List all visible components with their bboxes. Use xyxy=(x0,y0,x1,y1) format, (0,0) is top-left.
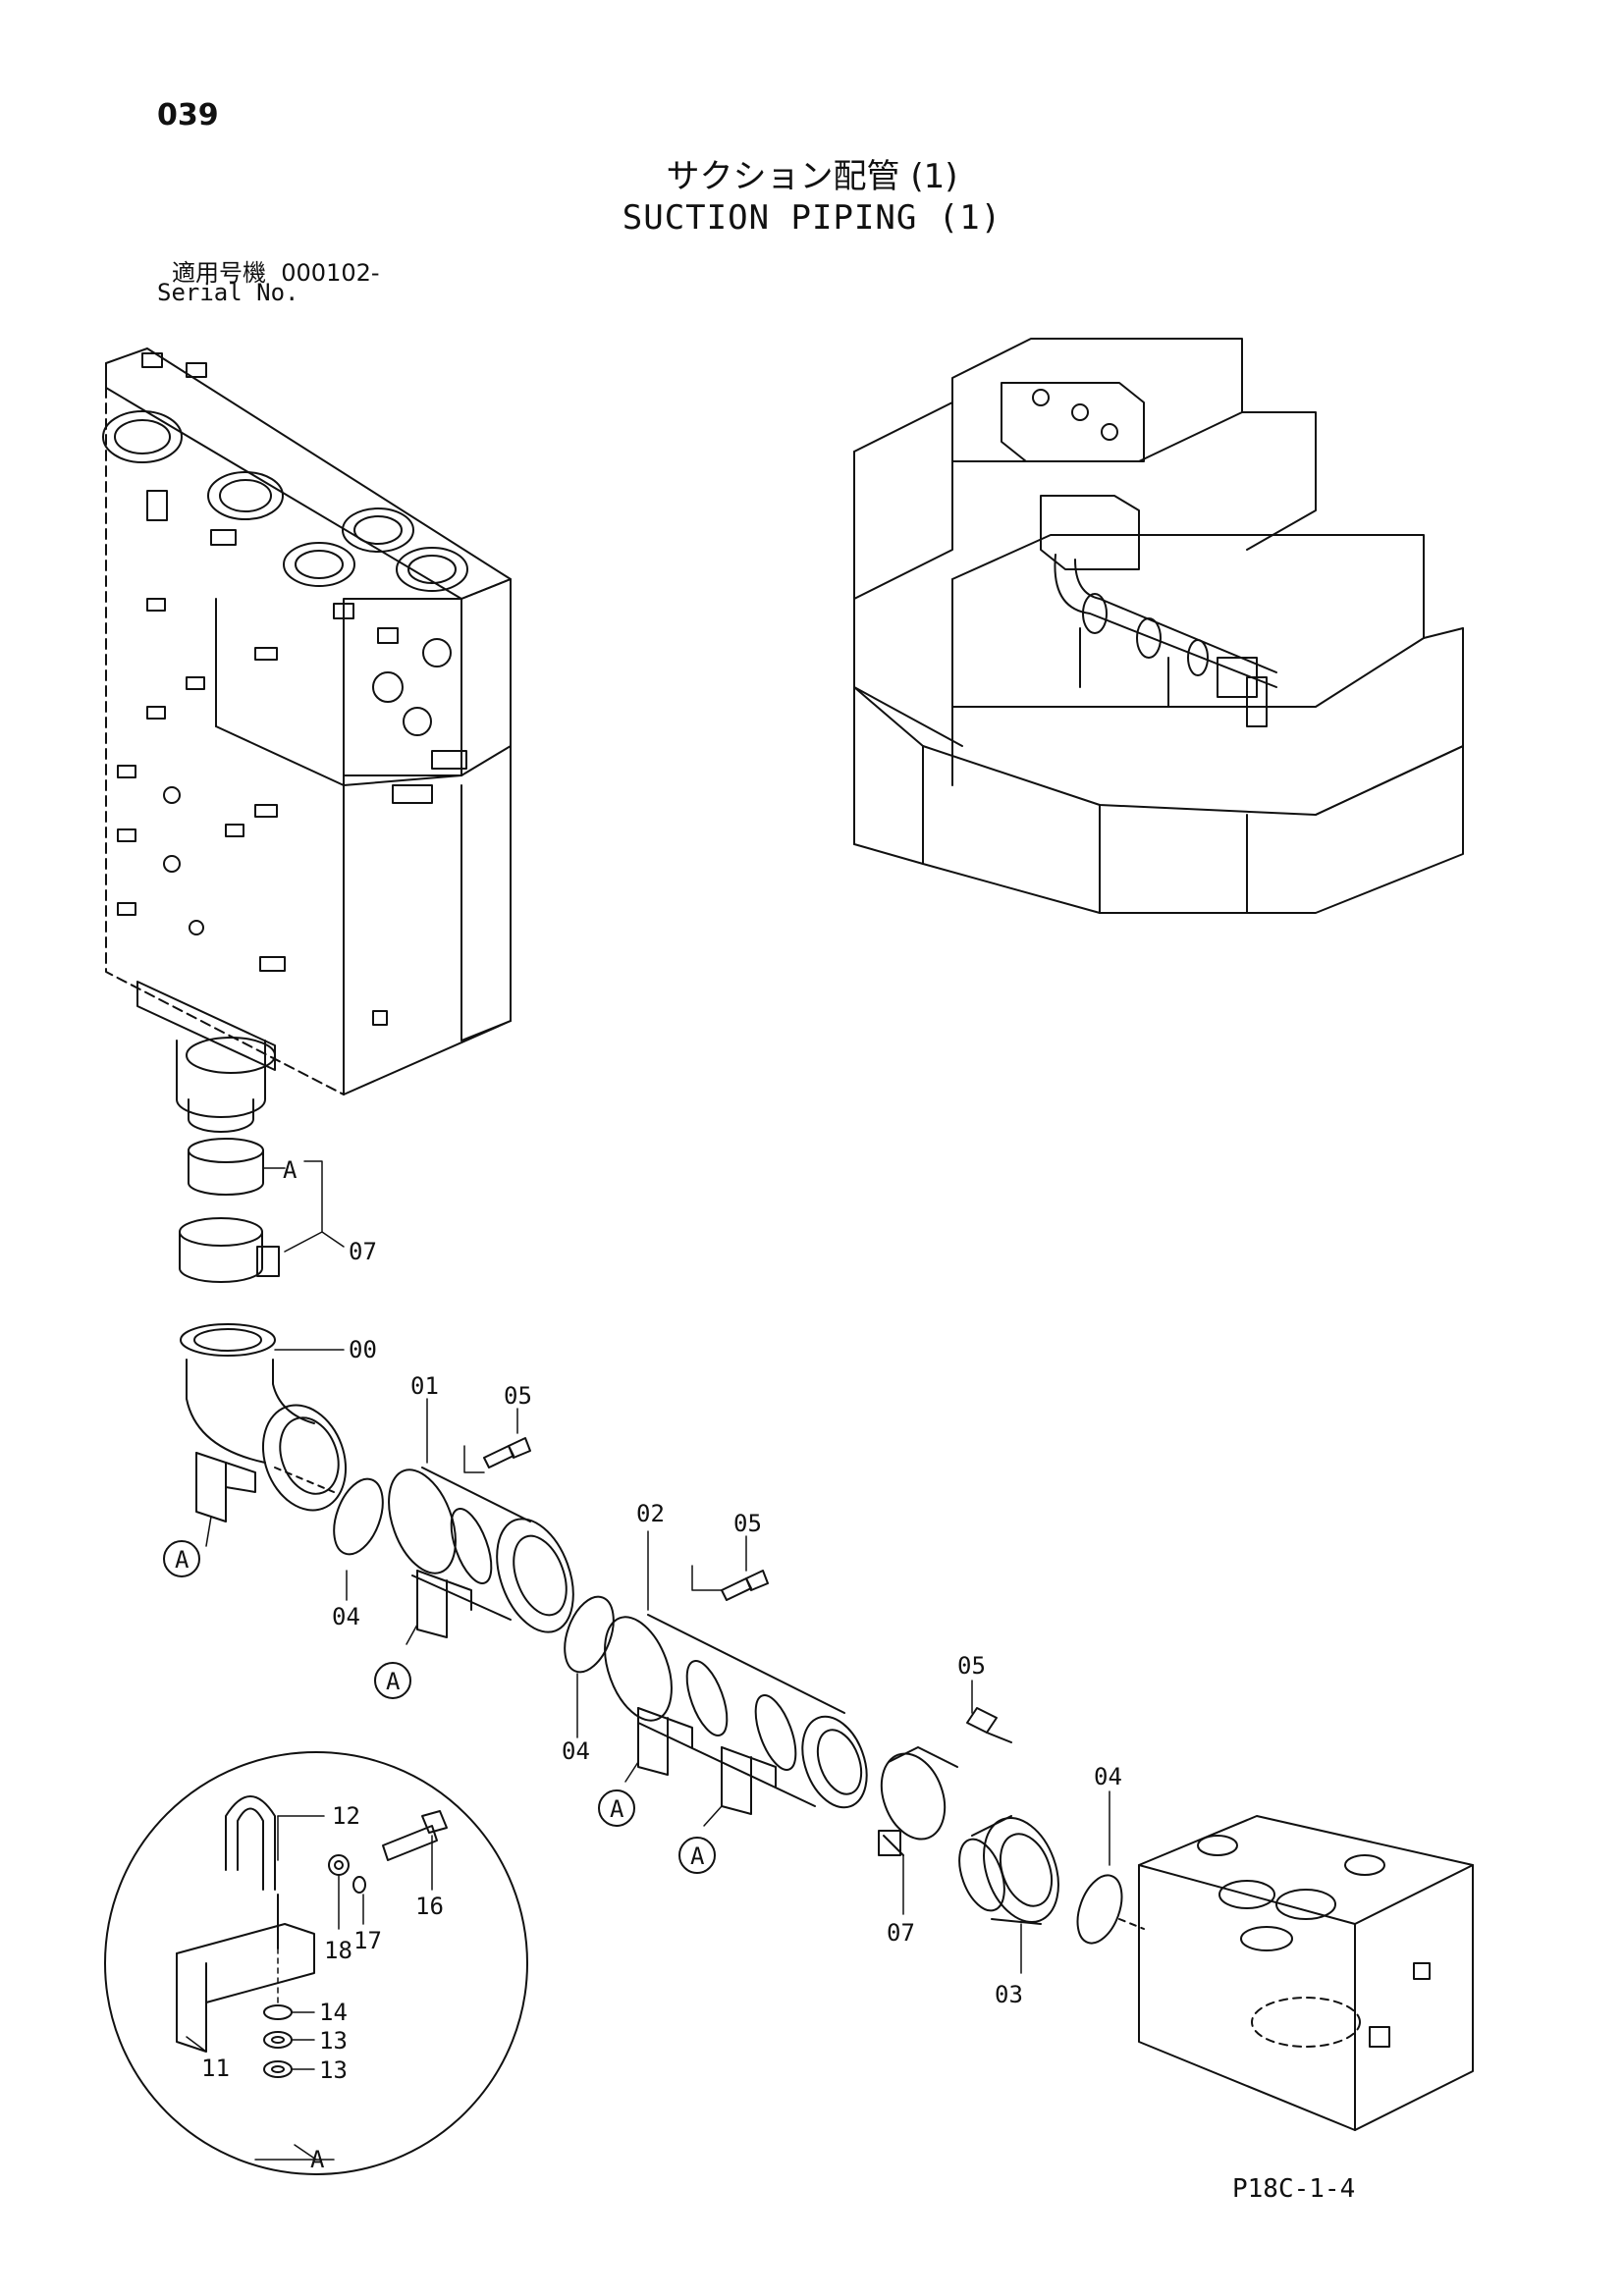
callout-05-second: 05 xyxy=(733,1510,762,1537)
suction-pipe-assembly xyxy=(179,1138,1474,2131)
callout-01: 01 xyxy=(410,1372,439,1400)
title-english: SUCTION PIPING (1) xyxy=(622,198,1002,238)
callout-17: 17 xyxy=(353,1927,382,1954)
ref-a-label-1: A xyxy=(175,1546,189,1574)
callout-11: 11 xyxy=(201,2055,230,2082)
callout-07-lower: 07 xyxy=(887,1919,915,1947)
callout-00: 00 xyxy=(349,1336,377,1363)
serial-label-japanese: 適用号機 000102- xyxy=(172,253,380,288)
leader-lines xyxy=(186,1160,1110,2161)
callout-14: 14 xyxy=(319,1999,348,2026)
callout-07-upper: 07 xyxy=(349,1238,377,1265)
ref-a-marker-1 xyxy=(163,1540,200,1577)
serial-value: 000102- xyxy=(281,259,380,287)
callout-04-second: 04 xyxy=(562,1737,590,1765)
callout-13-first: 13 xyxy=(319,2027,348,2055)
reference-markers xyxy=(163,1540,716,1874)
footer-code: P18C-1-4 xyxy=(1232,2174,1356,2204)
callout-16: 16 xyxy=(415,1893,444,1920)
serial-label-ja-text: 適用号機 xyxy=(172,259,266,287)
ref-a-label-4: A xyxy=(690,1842,705,1870)
callout-18: 18 xyxy=(324,1937,352,1964)
ref-a-marker-3 xyxy=(598,1789,635,1827)
machine-overview-drawing xyxy=(853,338,1464,914)
callout-02: 02 xyxy=(636,1500,665,1527)
callout-13-second: 13 xyxy=(319,2056,348,2084)
ref-a-marker-2 xyxy=(374,1662,411,1699)
callout-05-first: 05 xyxy=(504,1382,532,1410)
callout-04-third: 04 xyxy=(1094,1763,1122,1790)
title-japanese: サクション配管 (1) xyxy=(666,157,958,196)
ref-a-label-3: A xyxy=(610,1795,624,1823)
callout-05-third: 05 xyxy=(957,1652,986,1680)
callout-04-first: 04 xyxy=(332,1603,360,1630)
callout-a-clamp: A xyxy=(283,1156,298,1184)
page-number: 039 xyxy=(157,98,219,133)
ref-a-label-2: A xyxy=(386,1668,401,1695)
callout-detail-a: A xyxy=(310,2146,325,2173)
callout-labels: A 07 00 01 05 02 05 05 04 04 04 07 03 12… xyxy=(175,1156,1122,2173)
tank-assembly-drawing xyxy=(102,347,512,1133)
serial-label-english: Serial No. xyxy=(157,279,299,306)
callout-03: 03 xyxy=(995,1981,1023,2008)
callout-12: 12 xyxy=(332,1802,360,1830)
ref-a-marker-4 xyxy=(678,1837,716,1874)
